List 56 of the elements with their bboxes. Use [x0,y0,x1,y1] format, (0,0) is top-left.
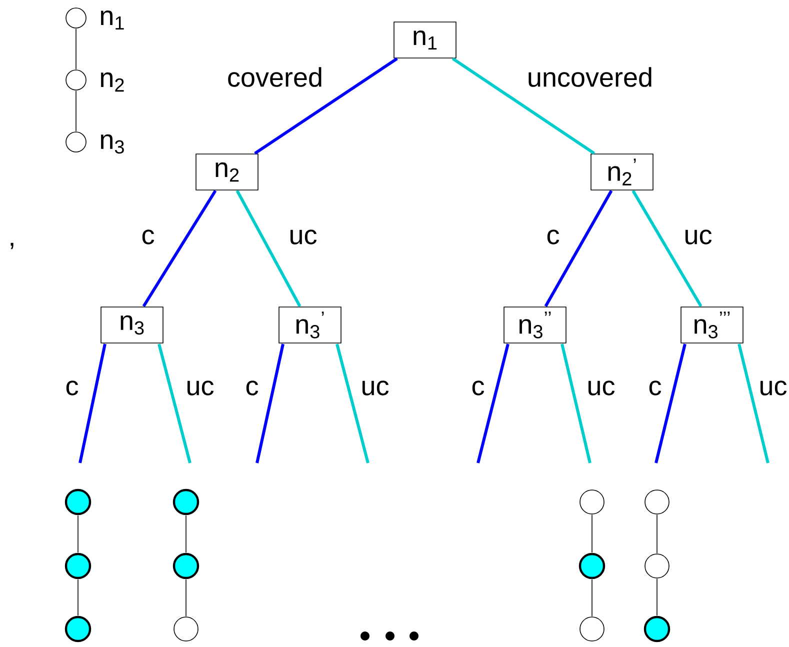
tree-box: n$_{2}$ [196,154,258,190]
circle [66,8,86,28]
edge-label: c [470,380,486,396]
tree-box: n$_{1}$ [394,22,456,58]
edge-label: uc [758,380,788,396]
edge-label: c [64,380,80,396]
circle [64,616,92,642]
circle [64,552,92,580]
connector-line [476,344,510,464]
connector-line [236,190,302,307]
edge-label: uc [184,380,216,396]
connector-line [254,57,398,155]
circle [64,488,92,516]
circle [172,552,200,580]
edge-label: uc [682,228,714,246]
connector-line [78,344,106,464]
connector-line [654,344,686,464]
connector-line [158,344,192,464]
edge-label: covered [226,66,324,88]
circle [174,616,198,642]
connector-line [738,344,770,464]
node-label: n$_{3}$ [101,134,124,154]
note-label: , [10,242,14,250]
connector-line [656,578,658,616]
circle [172,488,200,516]
circle [66,132,86,152]
circle [66,70,86,90]
tree-box: n$_{3}$ [100,306,164,344]
circle [580,490,604,514]
edge-label: c [545,228,561,246]
circle [644,616,670,642]
connector-line [336,344,370,464]
edge-label: uc [586,380,616,396]
tree-box: n$_{2}$’ [590,154,654,190]
circle [580,616,604,642]
connector-line [256,344,284,464]
node-label: n$_{2}$ [101,72,124,92]
edge-label: c [244,380,260,396]
node-label: n$_{1}$ [101,10,124,30]
tree-box: n$_{3}$’’ [504,306,566,344]
tree-box: n$_{3}$’ [278,306,342,344]
tree-box: n$_{3}$’’’ [680,306,744,344]
circle [644,554,670,578]
connector-line [560,344,592,464]
connector-line [632,190,702,308]
connector-line [656,514,658,554]
edge-label: uc [360,380,390,396]
edge-label: uc [288,228,318,246]
connector-line [142,190,217,308]
circle [644,490,670,514]
edge-label: uncovered [526,66,654,88]
edge-label: c [647,380,663,396]
connector-line [544,190,613,307]
connector-line [452,57,596,155]
edge-label: c [140,228,156,246]
circle [578,552,606,580]
